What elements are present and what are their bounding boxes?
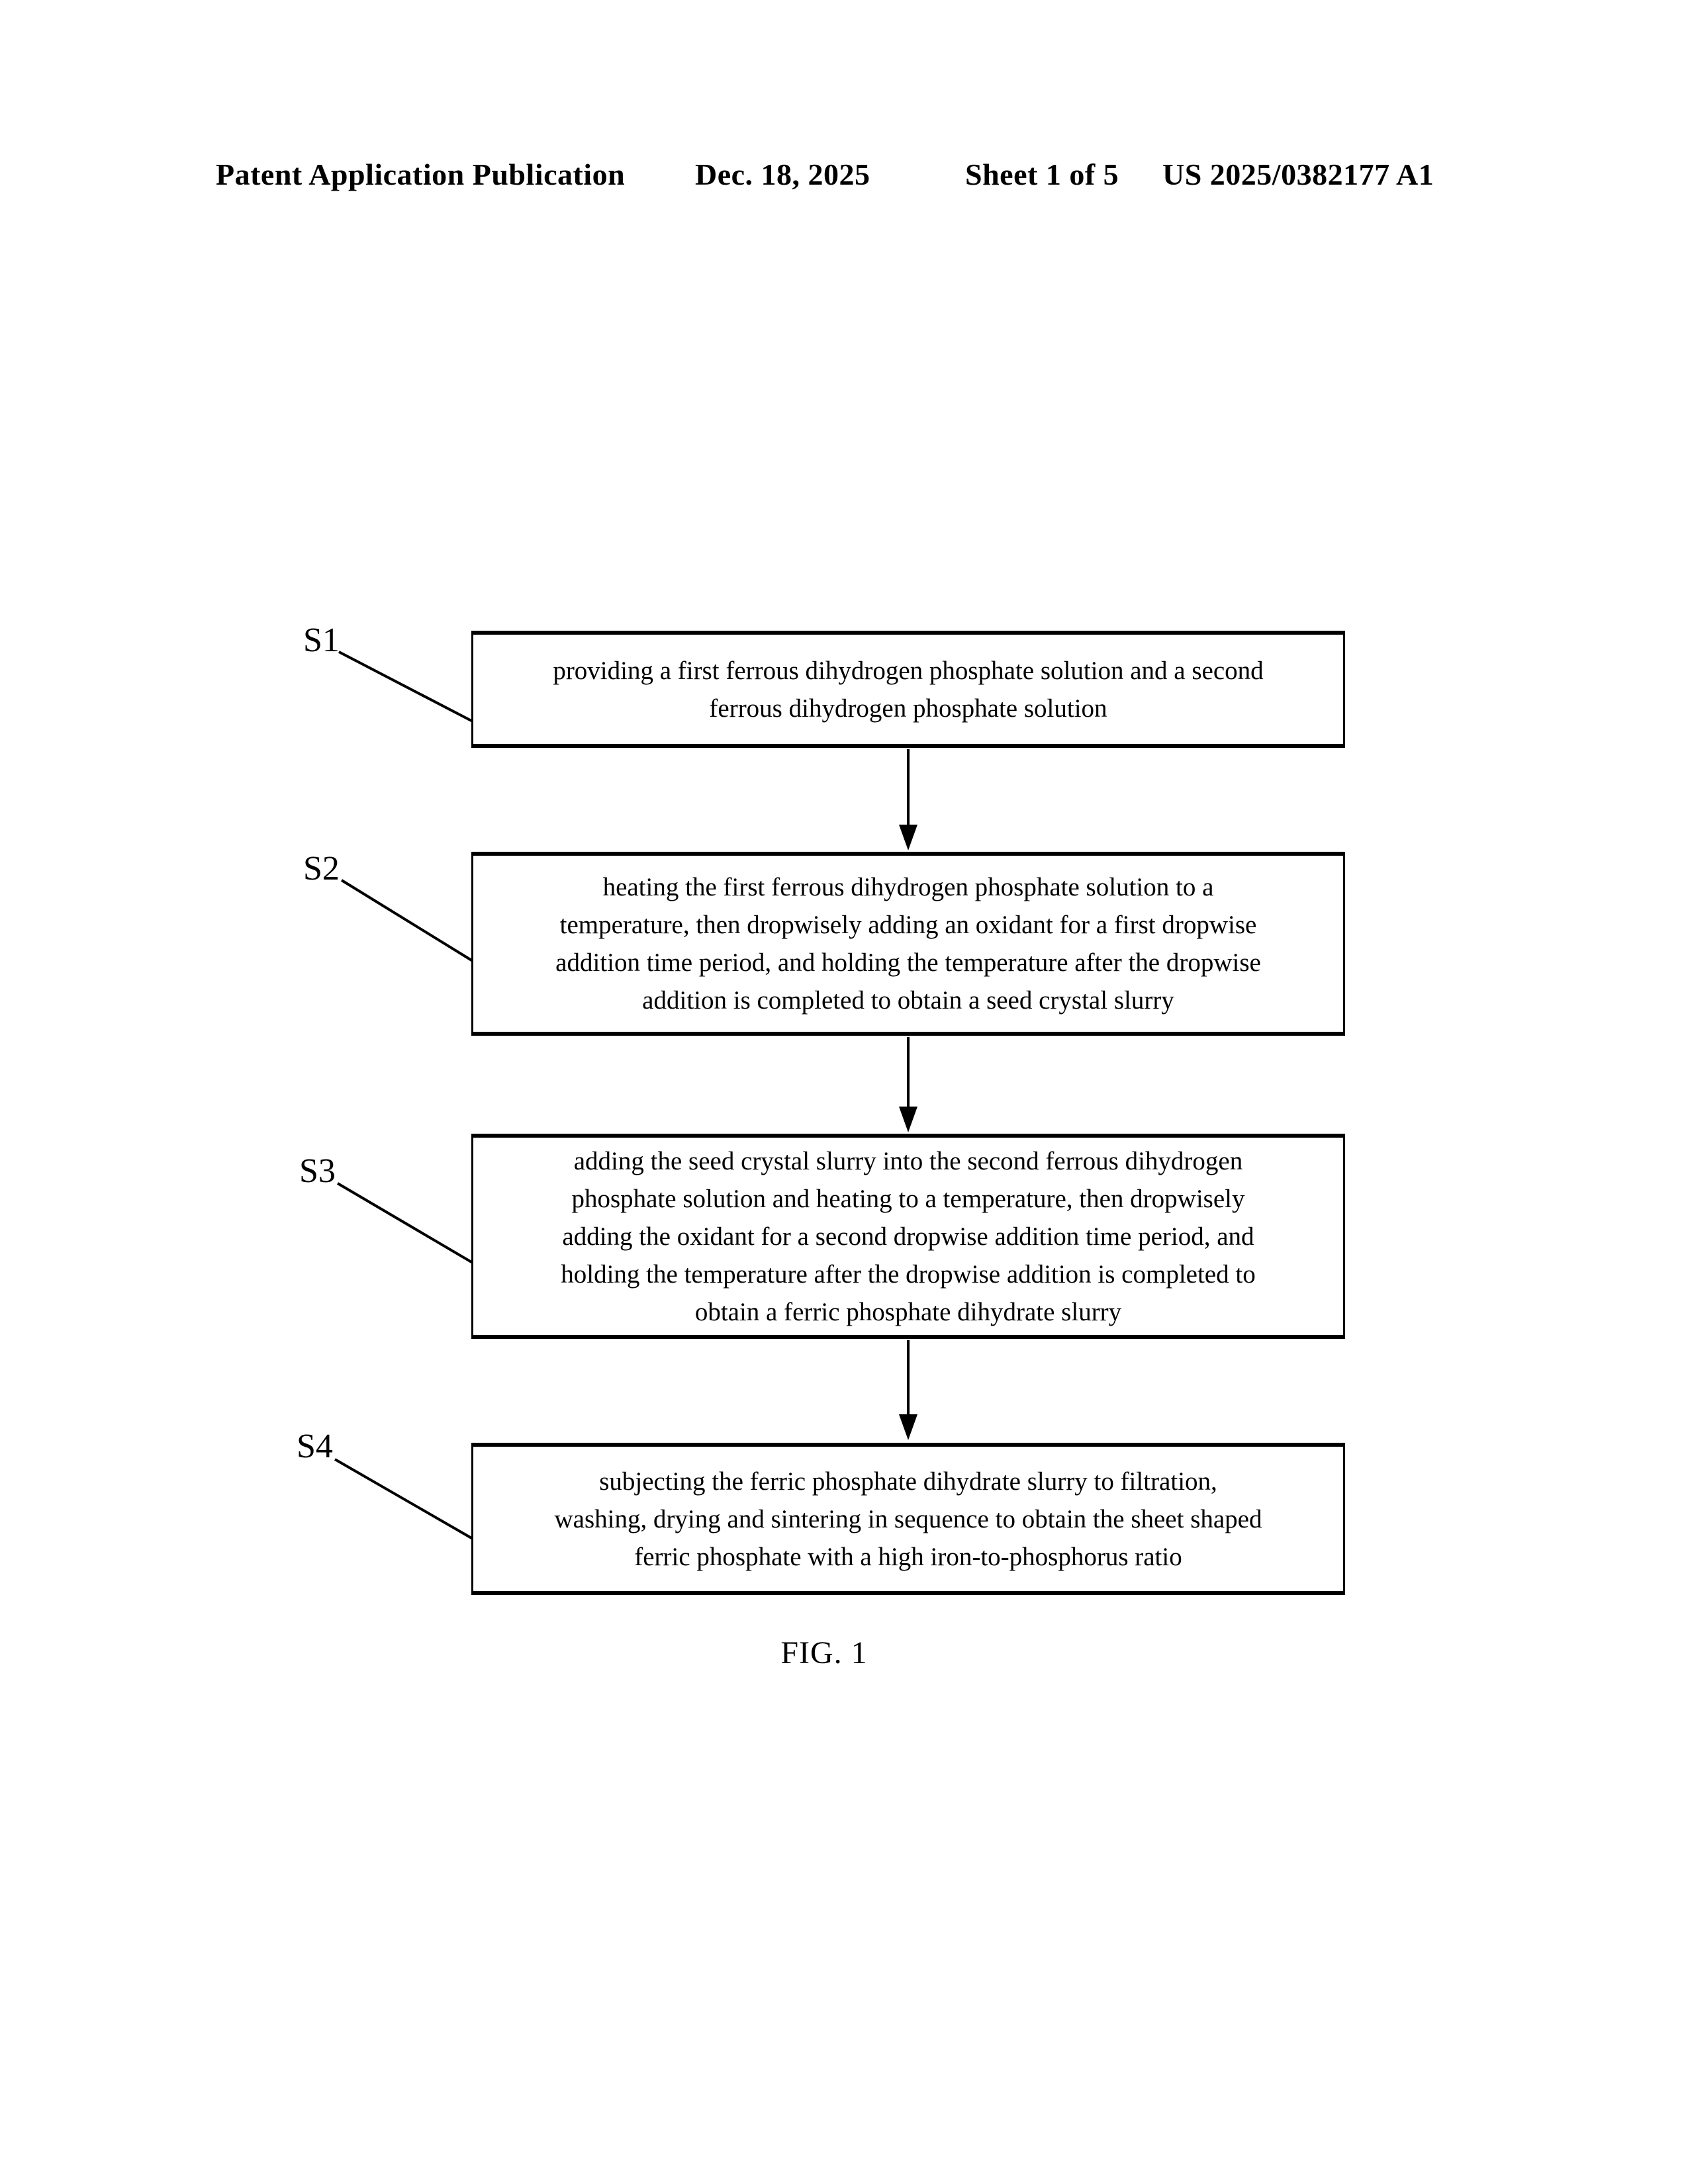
leader-line-s1 <box>338 651 473 723</box>
flow-arrow-s1-s2 <box>899 749 917 850</box>
step-text-s3: adding the seed crystal slurry into the … <box>561 1146 1256 1326</box>
step-box-s4: subjecting the ferric phosphate dihydrat… <box>471 1443 1345 1595</box>
step-label-s4: S4 <box>297 1428 333 1465</box>
step-box-s2: heating the first ferrous dihydrogen pho… <box>471 852 1345 1036</box>
step-box-s3: adding the seed crystal slurry into the … <box>471 1134 1345 1339</box>
step-text-s1: providing a first ferrous dihydrogen pho… <box>553 656 1264 723</box>
step-label-s3: S3 <box>299 1152 336 1190</box>
leader-line-s4 <box>334 1458 473 1540</box>
header-date: Dec. 18, 2025 <box>695 158 870 191</box>
flow-arrow-s2-s3 <box>899 1037 917 1132</box>
header-sheet-number: Sheet 1 of 5 <box>965 158 1119 191</box>
header-patent-number: US 2025/0382177 A1 <box>1162 158 1434 191</box>
leader-line-s3 <box>336 1182 474 1264</box>
step-label-s2: S2 <box>303 850 340 887</box>
step-text-s4: subjecting the ferric phosphate dihydrat… <box>554 1467 1262 1571</box>
leader-line-s2 <box>340 879 474 962</box>
step-text-s2: heating the first ferrous dihydrogen pho… <box>555 873 1261 1015</box>
figure-caption: FIG. 1 <box>780 1635 868 1670</box>
header-publication-title: Patent Application Publication <box>216 158 626 191</box>
step-box-s1: providing a first ferrous dihydrogen pho… <box>471 631 1345 748</box>
step-label-s1: S1 <box>303 621 340 659</box>
flow-arrow-s3-s4 <box>899 1340 917 1440</box>
